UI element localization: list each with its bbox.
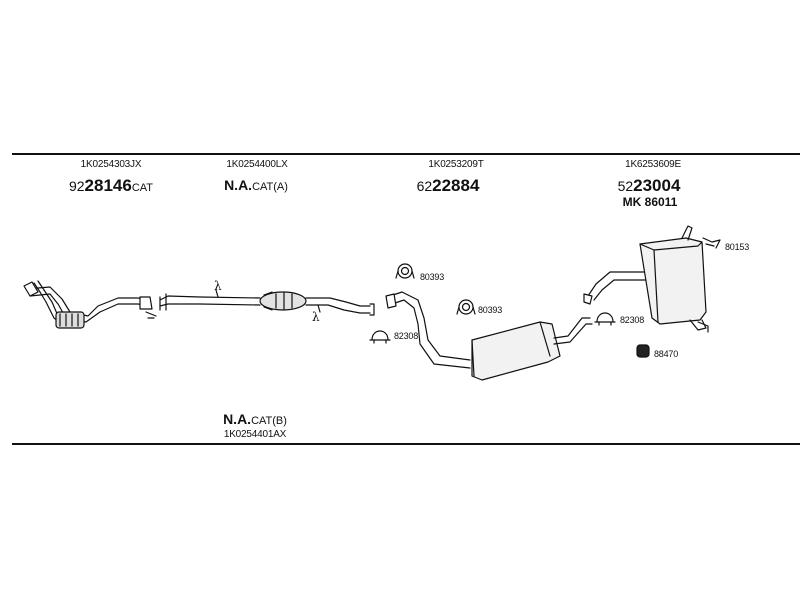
tag-rubber-mount-88470: 88470: [654, 349, 679, 359]
part-number-middle-silencer: 1K0253209T: [428, 159, 484, 170]
tag-clamp-80393-lower: 80393: [478, 305, 503, 315]
part-number-front-pipe: 1K0254303JX: [80, 159, 142, 170]
part-number-catalyst-a: 1K0254400LX: [226, 159, 288, 170]
middle-silencer-part: [385, 291, 593, 381]
code-suffix: CAT: [131, 182, 154, 194]
code-prefix: 92: [68, 178, 85, 194]
clamp-82308-left-part: [369, 330, 391, 344]
code-catalyst-a: N.A.CAT(A): [224, 178, 288, 193]
code-suffix: CAT(A): [252, 181, 288, 193]
code-front-pipe: 9228146CAT: [69, 177, 153, 194]
clamp-80393-lower-part: [456, 299, 476, 315]
tag-hanger-80153: 80153: [725, 242, 750, 252]
lambda-sensor-symbol-lower: λ: [312, 310, 320, 324]
part-number-catalyst-b: 1K0254401AX: [223, 429, 287, 440]
code-main: 23004: [633, 176, 681, 195]
rubber-mount-88470-part: [636, 344, 650, 358]
code-main: N.A.: [223, 411, 252, 427]
clamp-80393-upper-part: [395, 263, 415, 279]
hanger-80153-part: [702, 237, 721, 249]
code-prefix: 62: [416, 178, 433, 194]
tag-clamp-80393-upper: 80393: [420, 272, 445, 282]
rear-silencer-part: [583, 225, 709, 333]
code-prefix: 52: [617, 178, 634, 194]
code-main: 22884: [432, 176, 480, 195]
tag-clamp-82308-right: 82308: [620, 315, 645, 325]
clamp-82308-right-part: [594, 312, 616, 326]
top-divider-line: [12, 153, 800, 155]
catalyst-pipe-part: [159, 289, 375, 316]
code-middle-silencer: 6222884: [417, 177, 480, 194]
front-pipe-part: [23, 280, 157, 329]
code-rear-silencer: 5223004: [618, 177, 681, 194]
lambda-sensor-symbol-upper: λ: [214, 279, 222, 293]
bottom-divider-line: [12, 443, 800, 445]
part-number-rear-silencer: 1K6253609E: [625, 159, 681, 170]
code-suffix: CAT(B): [251, 415, 287, 427]
code-main: 28146: [84, 176, 132, 195]
code-catalyst-b: N.A.CAT(B): [223, 412, 287, 427]
code-main: N.A.: [224, 177, 253, 193]
tag-clamp-82308-left: 82308: [394, 331, 419, 341]
mount-kit-code: MK 86011: [622, 195, 678, 209]
